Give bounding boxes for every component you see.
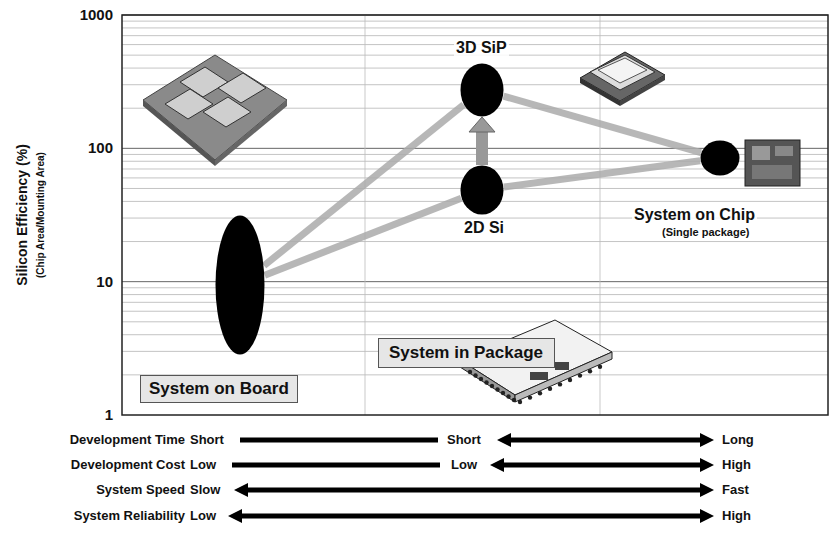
- axis-title: (Chip Area/Mounting Area): [35, 152, 46, 278]
- connector-line: [504, 161, 700, 187]
- node-label: (Single package): [660, 226, 751, 238]
- scale-label: Fast: [722, 482, 749, 497]
- solder-ball: [528, 395, 532, 399]
- axis-tick-label: 1: [105, 406, 113, 423]
- connector-line: [264, 105, 464, 266]
- connector-line: [265, 198, 461, 275]
- scale-bar: [502, 463, 702, 468]
- scale-bar: [240, 514, 702, 519]
- solder-ball: [484, 380, 488, 384]
- scale-bar: [509, 438, 702, 443]
- grid-line: [122, 27, 828, 28]
- scale-label: Short: [190, 432, 224, 447]
- grid-lines: [122, 15, 828, 375]
- node-label: System in Package: [389, 343, 544, 363]
- efficiency-ellipse: System on Board: [215, 215, 265, 355]
- arrow-head: [700, 433, 714, 447]
- scale-label: System Reliability: [74, 508, 185, 523]
- scale-label: System Speed: [96, 482, 185, 497]
- arrow-head: [700, 458, 714, 472]
- ellipse-fill: [216, 216, 265, 355]
- solder-ball: [598, 365, 602, 369]
- board-icon: [143, 55, 287, 166]
- scale-label: Development Time: [70, 432, 185, 447]
- arrow-head: [700, 509, 714, 523]
- solder-ball: [578, 373, 582, 377]
- ellipse-fill: [701, 141, 740, 176]
- solder-ball: [538, 391, 542, 395]
- category-box: System in Package: [378, 338, 555, 368]
- scale-bar: [232, 463, 440, 468]
- scale-bar: [240, 438, 438, 443]
- scale-bar: [246, 488, 702, 493]
- solder-ball: [468, 370, 472, 374]
- axis-tick-label: 100: [88, 139, 113, 156]
- solder-ball: [501, 391, 505, 395]
- solder-ball: [473, 373, 477, 377]
- arrow-head: [469, 117, 495, 132]
- scale-label: Long: [722, 432, 754, 447]
- scale-label: High: [722, 457, 751, 472]
- solder-ball: [490, 384, 494, 388]
- efficiency-ellipse: 2D Si: [460, 165, 504, 215]
- scale-label: Low: [451, 457, 477, 472]
- connector: [264, 105, 464, 266]
- plot-frame: [122, 15, 828, 415]
- solder-ball: [512, 398, 516, 402]
- ellipse-outline: [460, 165, 504, 215]
- scale-label: Slow: [190, 482, 220, 497]
- connector: [482, 131, 483, 165]
- scale-label: Low: [190, 457, 216, 472]
- node-label: 2D Si: [462, 219, 506, 237]
- arrow-head: [497, 433, 511, 447]
- connector: [504, 161, 700, 187]
- ellipse-outline: [700, 140, 740, 176]
- solder-ball: [558, 382, 562, 386]
- arrow-head: [490, 458, 504, 472]
- grid-line: [122, 35, 828, 36]
- solder-ball: [568, 378, 572, 382]
- scale-label: Short: [447, 432, 481, 447]
- connector-line: [476, 131, 488, 165]
- connector: [265, 198, 461, 275]
- node-label: System on Board: [140, 375, 298, 403]
- axis-title: Silicon Efficiency (%): [14, 144, 30, 286]
- solder-ball: [588, 369, 592, 373]
- grid-line: [365, 15, 366, 415]
- ellipse-outline: [460, 63, 504, 117]
- arrow-head: [228, 509, 242, 523]
- axis-tick-label: 10: [96, 273, 113, 290]
- ellipse-outline: [215, 215, 265, 355]
- efficiency-ellipse: 3D SiP: [460, 63, 504, 117]
- solder-ball: [479, 377, 483, 381]
- scale-label: High: [722, 508, 751, 523]
- grid-line: [122, 21, 828, 22]
- node-label: System on Chip: [632, 206, 757, 224]
- solder-ball: [495, 387, 499, 391]
- scale-arrows: [228, 433, 714, 523]
- scale-label: Development Cost: [71, 457, 185, 472]
- scale-label: Low: [190, 508, 216, 523]
- connector-line: [503, 96, 701, 152]
- axis-tick-label: 1000: [80, 6, 113, 23]
- solder-ball: [506, 394, 510, 398]
- soc-chip-icon: [745, 140, 800, 186]
- node-label: 3D SiP: [454, 39, 509, 57]
- stacked-chip-icon: [580, 52, 665, 106]
- connector: [503, 96, 701, 152]
- ellipse-fill: [461, 64, 504, 117]
- arrow-head: [700, 483, 714, 497]
- ellipse-fill: [461, 166, 504, 215]
- solder-ball: [518, 400, 522, 404]
- arrow-head: [234, 483, 248, 497]
- solder-ball: [548, 387, 552, 391]
- efficiency-ellipse: System on Chip(Single package): [700, 140, 740, 176]
